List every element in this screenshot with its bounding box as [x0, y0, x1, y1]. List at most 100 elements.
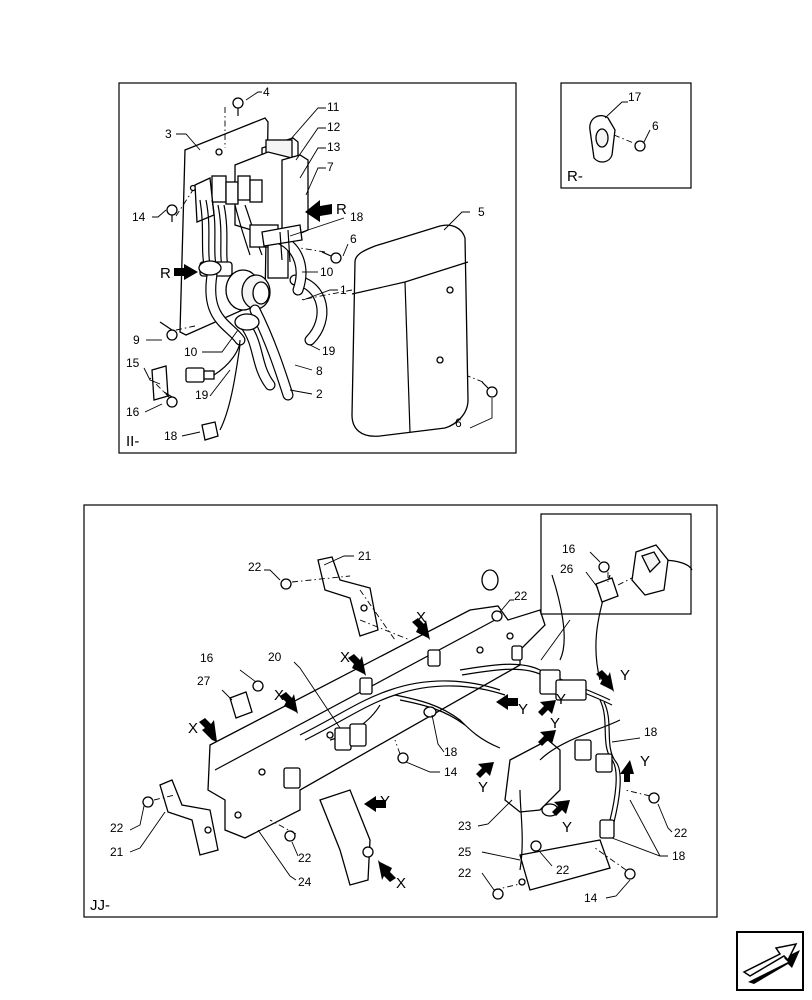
bolt-6a	[321, 251, 342, 264]
callouts-top: 4 11 12 13 3 7 14 18 5 6 10 1 9 10 19 15…	[126, 85, 493, 443]
callout-14a: 14	[444, 765, 458, 779]
cover	[351, 224, 469, 437]
bolts-bottom	[142, 578, 660, 900]
callout-23: 23	[458, 819, 472, 833]
callout-25: 25	[458, 845, 472, 859]
callout-21a: 21	[358, 549, 372, 563]
bolts-top	[159, 97, 498, 408]
arrow-y-6: Y	[478, 779, 488, 796]
arrow-y-7: Y	[640, 753, 650, 770]
callout-17: 17	[628, 90, 642, 104]
view-frame-bottom	[83, 504, 718, 918]
arrow-y-1: Y	[380, 793, 390, 810]
callout-6a: 6	[350, 232, 357, 246]
bolt-16	[163, 391, 178, 408]
callout-6c: 6	[652, 119, 659, 133]
bolt-22d	[492, 888, 504, 900]
callout-18e: 18	[672, 849, 686, 863]
bracket-21-lower	[159, 779, 219, 856]
callout-6b: 6	[455, 416, 462, 430]
bracket-lower-center	[319, 789, 374, 886]
clip-27	[229, 691, 253, 719]
callout-10b: 10	[184, 345, 198, 359]
arrow-y-5: Y	[550, 715, 560, 732]
callout-22d: 22	[458, 866, 472, 880]
arrow-x-4: X	[416, 609, 426, 626]
view-arrows-bottom: X X X X X Y Y Y Y Y Y Y Y	[188, 609, 650, 892]
callout-16: 16	[126, 405, 140, 419]
bolt-4	[232, 97, 244, 116]
callout-11: 11	[327, 100, 340, 114]
callout-7: 7	[327, 160, 334, 174]
bolt-22b	[142, 796, 154, 808]
callout-10a: 10	[320, 265, 334, 279]
bolt-6b	[481, 381, 498, 398]
bolt-22e	[530, 840, 542, 852]
callout-22g: 22	[514, 589, 528, 603]
svg-text:R: R	[160, 265, 171, 282]
arrow-x-1: X	[188, 720, 198, 737]
callout-2: 2	[316, 387, 323, 401]
callout-26: 26	[560, 562, 574, 576]
callout-22f: 22	[674, 826, 688, 840]
callout-14b: 14	[584, 891, 598, 905]
bolt-16	[252, 680, 264, 692]
bracket-21-upper	[317, 556, 379, 637]
callout-24: 24	[298, 875, 312, 889]
callout-22e: 22	[556, 863, 570, 877]
callout-5: 5	[478, 205, 485, 219]
callout-22b: 22	[110, 821, 124, 835]
view-arrow-r-left: R	[160, 264, 198, 282]
callout-14: 14	[132, 210, 146, 224]
next-page-arrow-icon[interactable]	[736, 931, 804, 991]
callout-18b: 18	[164, 429, 178, 443]
callout-18a: 18	[350, 210, 364, 224]
assembly-centerlines-bottom	[153, 575, 651, 891]
callout-9: 9	[133, 333, 140, 347]
bolt-22g	[491, 610, 503, 622]
callout-12: 12	[327, 120, 341, 134]
callout-27: 27	[197, 674, 211, 688]
callout-18d: 18	[644, 725, 658, 739]
arrow-y-3: Y	[556, 691, 566, 708]
bolt-14a	[397, 752, 409, 764]
callout-3: 3	[165, 127, 172, 141]
callout-19b: 19	[195, 388, 209, 402]
bracket-23	[504, 739, 611, 891]
callout-20: 20	[268, 650, 282, 664]
svg-text:R: R	[336, 201, 347, 218]
arrow-x-3: X	[340, 649, 350, 666]
view-label-r: R-	[567, 168, 583, 185]
callout-16-inset: 16	[562, 542, 576, 556]
bolt-22f	[648, 792, 660, 804]
view-label-bottom: JJ-	[90, 897, 110, 914]
callout-1: 1	[340, 283, 347, 297]
view-frame-top	[118, 82, 517, 454]
bolt-9	[159, 321, 178, 341]
detail-inset-bottom: 16 26	[540, 513, 692, 661]
callout-13: 13	[327, 140, 341, 154]
clamps	[261, 224, 303, 263]
arrow-x-2: X	[274, 687, 284, 704]
callout-21b: 21	[110, 845, 124, 859]
arrow-y-2: Y	[518, 701, 528, 718]
bolt-22c	[284, 830, 296, 842]
callout-8: 8	[316, 364, 323, 378]
bolt-14	[166, 204, 178, 222]
arrow-y-4: Y	[620, 667, 630, 684]
view-label-top: II-	[126, 433, 139, 450]
callouts-bottom: 22 21 22 16 20 27 18 18 14 22 21 23 22 2…	[110, 549, 688, 905]
detail-r-clip: 17 6	[589, 90, 659, 163]
callout-19a: 19	[322, 344, 336, 358]
bolt-22a	[280, 578, 292, 590]
detail-frame-r	[560, 82, 692, 189]
callout-4: 4	[263, 85, 270, 99]
callout-15: 15	[126, 356, 140, 370]
bolt-14b	[624, 868, 636, 880]
callout-22a: 22	[248, 560, 262, 574]
arrow-y-8: Y	[562, 819, 572, 836]
callout-22c: 22	[298, 851, 312, 865]
arrow-x-5: X	[396, 875, 406, 892]
view-arrow-r-right: R	[305, 200, 347, 222]
